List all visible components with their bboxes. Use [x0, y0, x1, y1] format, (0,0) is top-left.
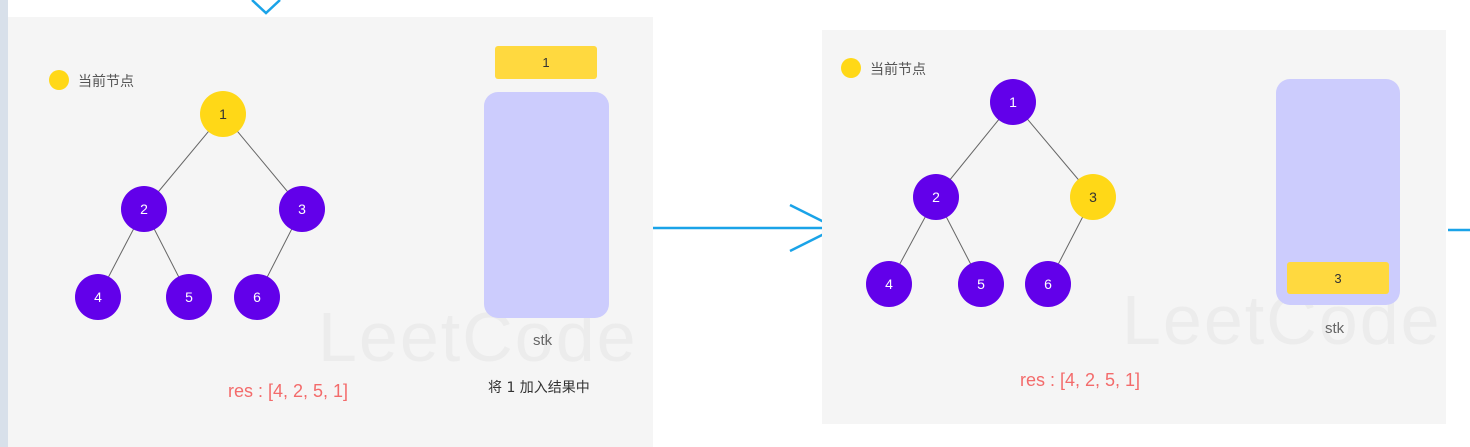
result-text: res : [4, 2, 5, 1] [228, 381, 349, 401]
tree-node-1 [200, 91, 246, 137]
step-caption: 将 1 加入结果中 [488, 380, 590, 396]
top-arrow-tip [251, 0, 281, 15]
tree-node-label: 5 [977, 276, 985, 292]
tree-node-label: 4 [885, 276, 893, 292]
tree-node-5 [958, 261, 1004, 307]
tree-node-label: 2 [932, 189, 940, 205]
left-edge-strip [0, 0, 8, 447]
tree-node-4 [866, 261, 912, 307]
legend-dot [49, 70, 69, 90]
tree-node-label: 6 [1044, 276, 1052, 292]
tree-diagram-left: 1 2 3 4 5 6 [49, 70, 325, 320]
legend-label: 当前节点 [78, 74, 134, 90]
tree-node-3 [279, 186, 325, 232]
tree-node-label: 1 [219, 106, 227, 122]
tree-node-label: 1 [1009, 94, 1017, 110]
legend-label: 当前节点 [870, 62, 926, 78]
tree-node-label: 6 [253, 289, 261, 305]
tree-node-label: 2 [140, 201, 148, 217]
result-text: res : [4, 2, 5, 1] [1020, 370, 1141, 390]
tree-node-6 [234, 274, 280, 320]
step-panel-right: LeetCode 1 2 3 4 5 6 当前节点 3 stk res : [4… [822, 30, 1446, 424]
stack-label: stk [1325, 320, 1345, 337]
tree-node-label: 4 [94, 289, 102, 305]
tree-node-5 [166, 274, 212, 320]
tree-node-6 [1025, 261, 1071, 307]
tree-node-1 [990, 79, 1036, 125]
tree-node-label: 3 [1089, 189, 1097, 205]
tree-node-4 [75, 274, 121, 320]
tree-node-label: 5 [185, 289, 193, 305]
tree-node-2 [913, 174, 959, 220]
tree-node-3 [1070, 174, 1116, 220]
popped-stack-item: 1 [495, 46, 597, 79]
step-panel-left: LeetCode 1 2 3 4 5 6 当前节点 1 stk res : [4… [8, 17, 653, 447]
tree-diagram-right: 1 2 3 4 5 6 [841, 58, 1116, 307]
stack-container [484, 92, 609, 318]
stack-label: stk [533, 332, 553, 349]
legend-dot [841, 58, 861, 78]
stack-item: 3 [1287, 262, 1389, 294]
tree-node-label: 3 [298, 201, 306, 217]
tree-node-2 [121, 186, 167, 232]
